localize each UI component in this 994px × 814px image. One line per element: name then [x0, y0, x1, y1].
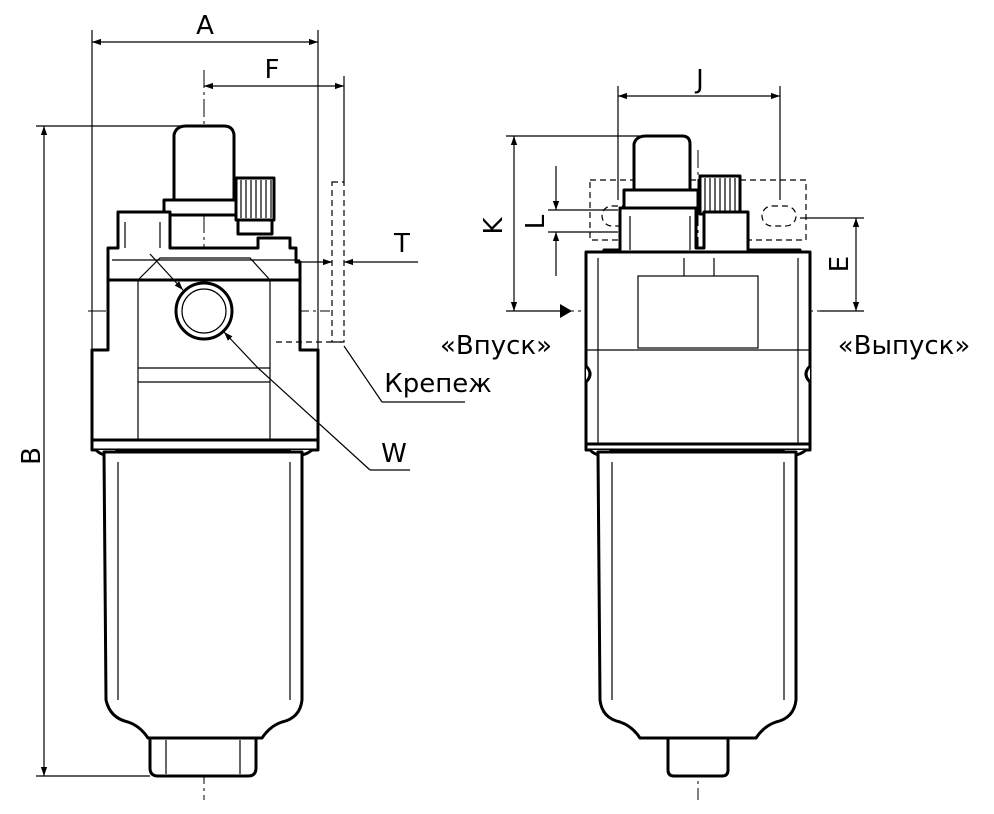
side-top-plug — [632, 134, 692, 192]
dim-L-label: L — [521, 214, 551, 229]
bowl — [102, 450, 304, 740]
dim-B-label: B — [17, 447, 47, 465]
dim-F — [204, 76, 345, 182]
dim-E — [800, 217, 864, 312]
bracket-hidden — [331, 181, 345, 343]
dim-F-label: F — [265, 55, 280, 85]
port-inner — [181, 288, 227, 334]
knob-knurl — [240, 180, 272, 218]
dim-K — [506, 135, 640, 312]
dim-J — [617, 86, 781, 200]
body-flange — [90, 438, 320, 452]
plug-nut — [162, 198, 242, 217]
dim-B — [36, 125, 186, 777]
bracket-slot-right — [761, 205, 797, 227]
side-drain — [666, 736, 730, 778]
knob-collar — [236, 218, 274, 236]
dim-K-label: K — [479, 217, 509, 235]
dim-E-label: E — [825, 256, 855, 272]
dim-W-label: W — [381, 439, 407, 469]
side-bowl — [596, 450, 798, 740]
inlet-label: «Впуск» — [440, 331, 552, 361]
drain-valve — [148, 736, 258, 778]
dim-A-label: A — [196, 11, 214, 41]
dim-T-label: T — [393, 229, 410, 259]
adjust-knob — [234, 176, 276, 222]
front-view — [88, 70, 465, 800]
outlet-label: «Выпуск» — [838, 331, 971, 361]
port-outer — [174, 281, 234, 341]
dim-J-label: J — [694, 65, 704, 95]
top-plug — [172, 124, 236, 202]
mount-label: Крепеж — [384, 369, 491, 399]
inlet-arrow — [560, 304, 572, 318]
dim-L — [548, 166, 618, 276]
side-view — [556, 134, 820, 800]
